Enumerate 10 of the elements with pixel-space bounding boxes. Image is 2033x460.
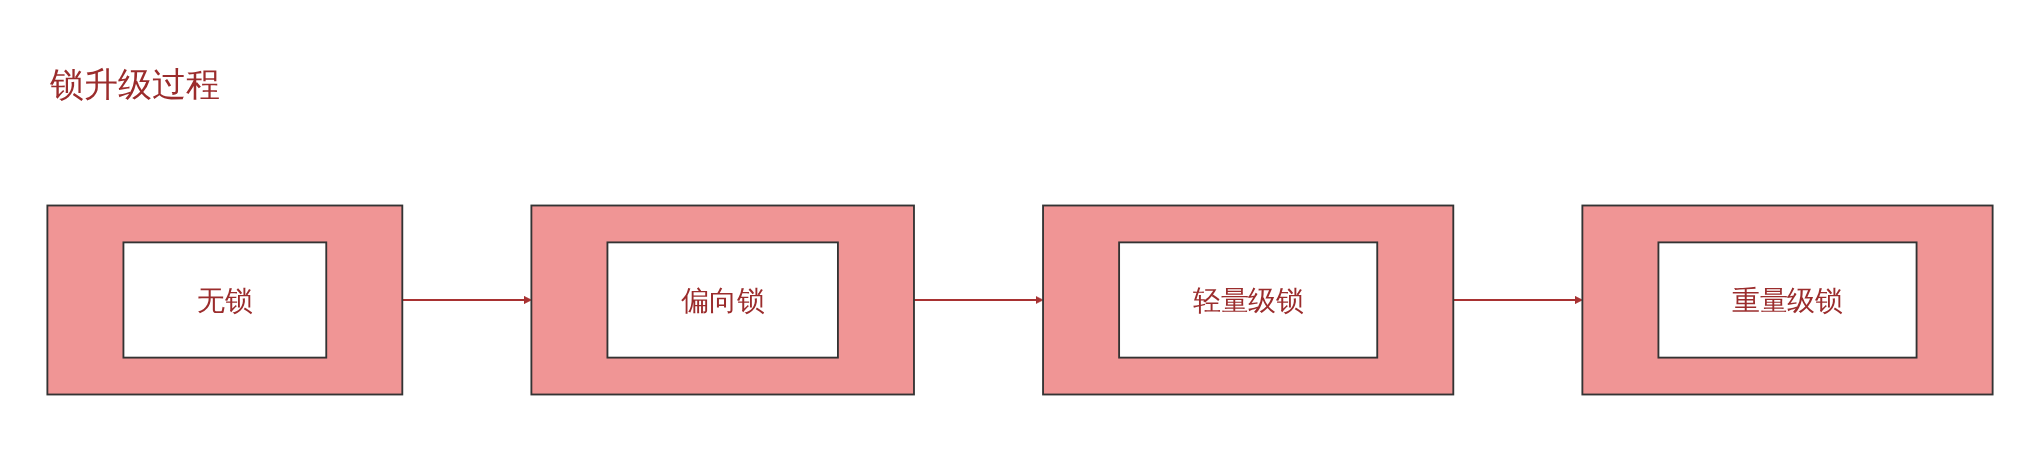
node-box: 无锁: [122, 241, 328, 359]
arrow: [913, 295, 1044, 305]
cluster: [46, 204, 404, 396]
title: 锁升级过程: [50, 63, 220, 106]
node-box: 重量级锁: [1657, 241, 1918, 359]
cluster: [530, 204, 915, 396]
cluster: [1042, 204, 1455, 396]
node-box: 轻量级锁: [1118, 241, 1379, 359]
node-box: 偏向锁: [606, 241, 839, 359]
cluster: [1581, 204, 1994, 396]
